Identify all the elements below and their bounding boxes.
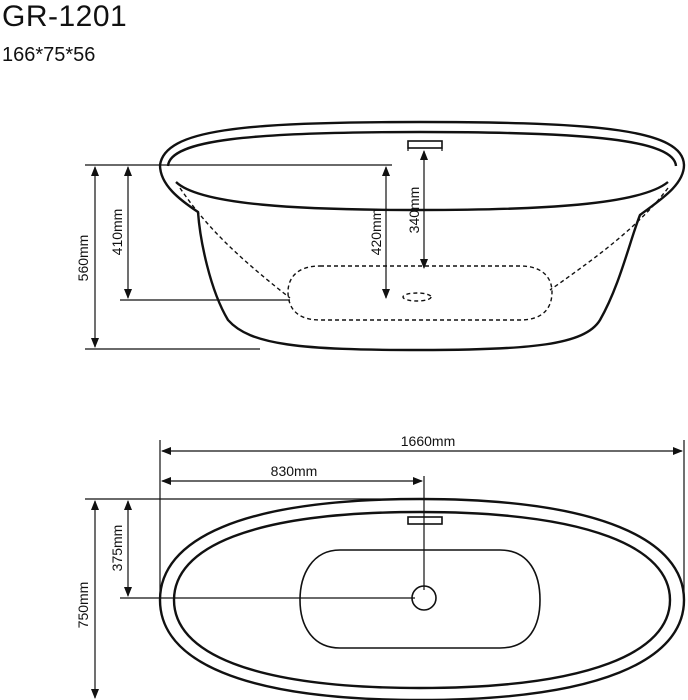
dim-label-1660: 1660mm [401,433,455,449]
tub-inner-oval [172,510,672,690]
size-label: 166*75*56 [2,44,96,66]
dim-label-340: 340mm [406,187,422,234]
top-view: 1660mm 830mm 375mm 750mm [75,433,686,700]
side-view: 560mm 410mm 420mm 340mm [75,120,686,352]
dim-label-830: 830mm [271,463,318,479]
dim-label-375: 375mm [109,525,125,572]
drain-outline [402,292,432,302]
tub-rim-lower [175,181,669,212]
basin-floor [287,265,553,321]
dim-label-560: 560mm [75,235,91,282]
basin-floor-top [299,549,541,649]
dim-label-420: 420mm [368,209,384,256]
overflow-fitting [407,140,443,149]
tub-rim-inner [166,130,678,167]
inner-wall-left [179,187,291,299]
dim-label-410: 410mm [109,209,125,256]
tub-outer-profile [158,120,686,352]
tub-outer-oval [158,497,686,700]
model-title: GR-1201 [2,0,128,33]
inner-wall-right [549,187,669,291]
dim-label-750: 750mm [75,582,91,629]
overflow-fitting-top [407,516,443,525]
